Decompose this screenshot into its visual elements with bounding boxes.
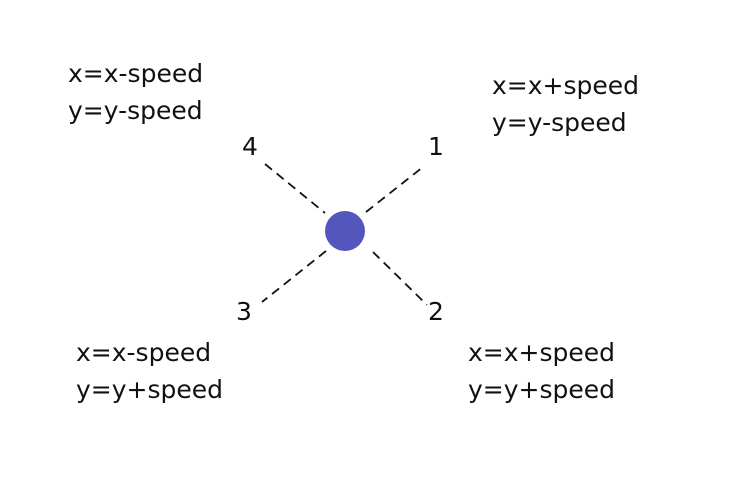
y-formula: y=y-speed <box>68 96 203 125</box>
x-formula: x=x-speed <box>68 59 204 88</box>
x-formula: x=x+speed <box>468 338 616 367</box>
direction-number-2: 2 <box>428 297 444 326</box>
ball <box>325 211 365 251</box>
formula-direction-3: x=x-speed y=y+speed <box>76 334 223 408</box>
line-direction-4 <box>264 163 326 214</box>
x-formula: x=x+speed <box>492 71 640 100</box>
formula-direction-4: x=x-speed y=y-speed <box>68 55 203 129</box>
y-formula: y=y+speed <box>76 375 224 404</box>
line-direction-3 <box>261 250 327 303</box>
line-direction-1 <box>365 166 424 213</box>
line-direction-2 <box>372 251 428 306</box>
y-formula: y=y+speed <box>468 375 616 404</box>
formula-direction-1: x=x+speed y=y-speed <box>492 67 639 141</box>
x-formula: x=x-speed <box>76 338 212 367</box>
direction-number-4: 4 <box>242 132 258 161</box>
formula-direction-2: x=x+speed y=y+speed <box>468 334 615 408</box>
direction-number-3: 3 <box>236 297 252 326</box>
y-formula: y=y-speed <box>492 108 627 137</box>
direction-number-1: 1 <box>428 132 444 161</box>
